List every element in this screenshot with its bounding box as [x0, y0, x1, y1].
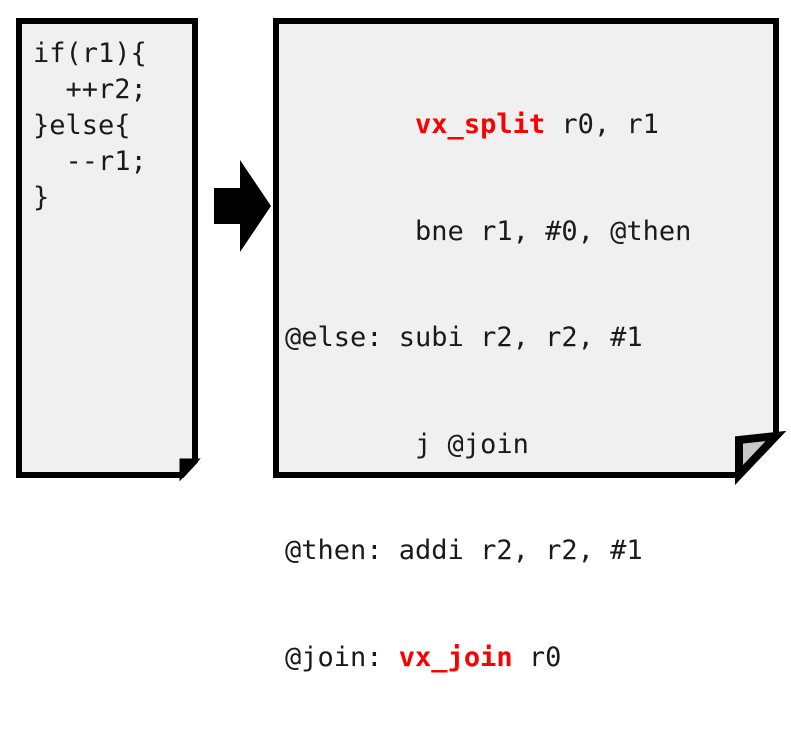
- asm-seg-2: @else: subi r2, r2, #1: [285, 322, 643, 353]
- asm-seg-operands-5: r0: [512, 641, 562, 673]
- asm-seg-1: bne r1, #0, @then: [285, 215, 692, 247]
- arrow-right-shape: [214, 160, 271, 252]
- asm-line-0: vx_split r0, r1: [285, 107, 691, 143]
- asm-line-5: @join: vx_join r0: [285, 640, 691, 676]
- assembly-code-card: vx_split r0, r1 bne r1, #0, @then @else:…: [273, 18, 787, 673]
- source-card-shape: [16, 18, 201, 482]
- asm-line-3: j @join: [285, 427, 691, 463]
- assembly-code-text: vx_split r0, r1 bne r1, #0, @then @else:…: [285, 36, 691, 746]
- source-card-corner-fold-icon: [179, 458, 201, 482]
- diagram-canvas: if(r1){ ++r2; }else{ --r1; } vx_split r0…: [16, 18, 787, 673]
- asm-line-2: @else: subi r2, r2, #1: [285, 320, 691, 356]
- source-code-text: if(r1){ ++r2; }else{ --r1; }: [33, 38, 147, 213]
- asm-seg-3: j @join: [285, 428, 529, 460]
- asm-keyword-vx-split: vx_split: [415, 109, 546, 140]
- asm-line-1: bne r1, #0, @then: [285, 214, 691, 250]
- assembly-card-shape: [273, 18, 787, 486]
- transform-arrow: [210, 158, 274, 254]
- asm-line-4: @then: addi r2, r2, #1: [285, 533, 691, 569]
- arrow-right-icon: [214, 160, 271, 252]
- asm-seg-operands-0: r0, r1: [545, 109, 659, 140]
- asm-seg-indent: [285, 109, 415, 140]
- asm-seg-label-5: @join:: [285, 641, 399, 673]
- source-code-card: if(r1){ ++r2; }else{ --r1; }: [16, 18, 201, 482]
- asm-seg-4: @then: addi r2, r2, #1: [285, 535, 643, 566]
- asm-keyword-vx-join: vx_join: [398, 641, 513, 673]
- assembly-card-corner-fold-icon: [735, 430, 787, 486]
